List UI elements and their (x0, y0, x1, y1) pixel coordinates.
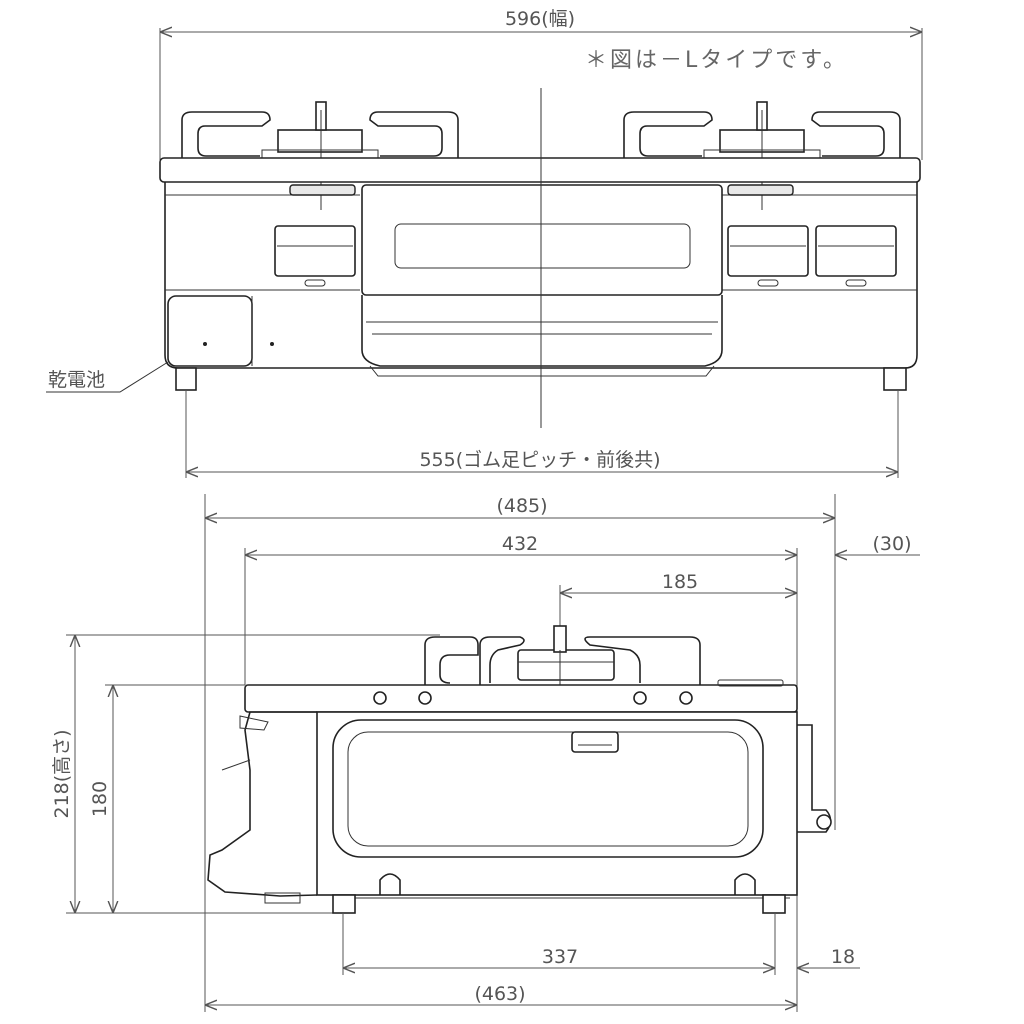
side-view: (485) 432 (30) 185 218(高さ) 180 (51, 494, 920, 1012)
type-note: ＊図は－Lタイプです。 (585, 48, 848, 73)
height-218-label: 218(高さ) (51, 729, 73, 818)
depth-432-label: 432 (502, 533, 538, 555)
grill-handle (571, 731, 619, 753)
side-front-foot (332, 894, 356, 914)
foot-pitch-label: 555(ゴム足ピッチ・前後共) (419, 449, 660, 471)
burner-185-label: 185 (662, 571, 698, 593)
protrusion-30-label: (30) (872, 533, 911, 555)
foot-pitch-337-label: 337 (542, 946, 578, 968)
top-plate (159, 157, 921, 183)
depth-485-label: (485) (496, 495, 547, 517)
battery-box (167, 295, 253, 367)
rear-offset-18-label: 18 (831, 946, 855, 968)
left-knob (274, 225, 356, 277)
side-burner (517, 649, 615, 681)
grill-drawer (361, 184, 723, 377)
battery-label: 乾電池 (48, 369, 105, 391)
right-knob-1 (727, 225, 809, 277)
left-grate (181, 101, 459, 159)
height-180-label: 180 (89, 781, 111, 817)
front-view: 596(幅) ＊図は－Lタイプです。 (46, 8, 923, 478)
grill-window (332, 719, 764, 858)
right-foot (883, 367, 907, 391)
depth-463-label: (463) (474, 983, 525, 1005)
side-rear-foot (762, 894, 786, 914)
right-knob-2 (815, 225, 897, 277)
width-label: 596(幅) (505, 8, 575, 30)
side-front-panel (207, 711, 318, 897)
side-top-plate (244, 684, 798, 713)
left-foot (175, 367, 197, 391)
